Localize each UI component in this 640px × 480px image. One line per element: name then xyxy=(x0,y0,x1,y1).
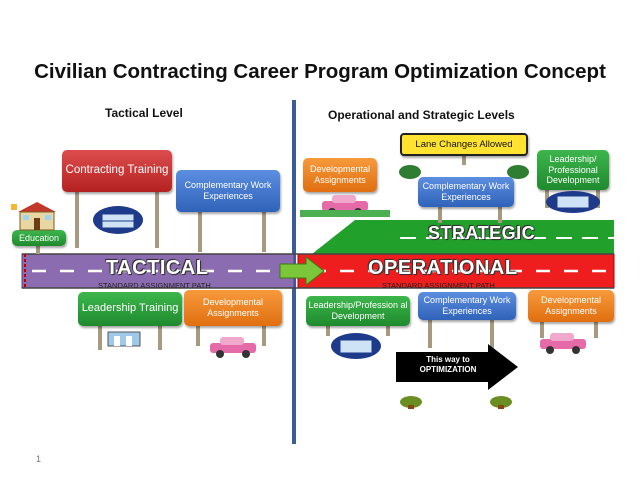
optimization-arrow-label: This way to OPTIMIZATION xyxy=(419,355,477,375)
post xyxy=(462,153,466,165)
building-icon xyxy=(93,206,143,234)
developmental-assignments-sign-1: Developmental Assignments xyxy=(303,158,377,192)
car-icon xyxy=(210,337,256,358)
post xyxy=(428,318,432,348)
complementary-work-sign-1: Complementary Work Experiences xyxy=(176,170,280,212)
building-icon xyxy=(546,191,600,213)
post xyxy=(158,322,162,350)
standard-path-label-right: STANDARD ASSIGNMENT PATH xyxy=(382,281,495,290)
developmental-assignments-sign-2: Developmental Assignments xyxy=(184,290,282,326)
complementary-work-sign-3: Complementary Work Experiences xyxy=(418,292,516,320)
post xyxy=(155,188,159,248)
contracting-training-sign: Contracting Training xyxy=(62,150,172,192)
post xyxy=(545,188,549,208)
optimization-arrow xyxy=(396,344,518,390)
classroom-icon xyxy=(107,331,141,347)
grass-strip xyxy=(300,210,390,217)
bush-icon xyxy=(399,165,421,179)
building-icon xyxy=(331,333,381,359)
complementary-work-sign-2: Complementary Work Experiences xyxy=(418,177,514,207)
post xyxy=(540,318,544,338)
page-number: 1 xyxy=(36,454,42,464)
post xyxy=(75,188,79,248)
school-house-icon xyxy=(11,202,56,231)
lane-changes-sign: Lane Changes Allowed xyxy=(400,133,528,156)
bush-icon xyxy=(507,165,529,179)
post xyxy=(98,322,102,350)
post xyxy=(498,203,502,223)
page-title: Civilian Contracting Career Program Opti… xyxy=(34,60,606,83)
post xyxy=(594,318,598,338)
post xyxy=(262,210,266,252)
leadership-professional-sign-2: Leadership/Profession al Development xyxy=(306,296,410,326)
transition-arrow xyxy=(279,255,325,287)
leadership-professional-sign-1: Leadership/ Professional Development xyxy=(537,150,609,190)
post xyxy=(386,322,390,336)
post xyxy=(438,203,442,223)
strategic-road-label: STRATEGIC xyxy=(428,223,536,243)
bush-icon xyxy=(490,396,512,409)
post xyxy=(490,318,494,348)
operational-road-label: OPERATIONAL xyxy=(368,257,518,279)
post xyxy=(196,322,200,346)
education-sign: Education xyxy=(12,230,66,246)
tactical-level-heading: Tactical Level xyxy=(105,106,183,120)
developmental-assignments-sign-3: Developmental Assignments xyxy=(528,290,614,322)
post xyxy=(262,322,266,346)
leadership-training-sign: Leadership Training xyxy=(78,292,182,326)
bush-icon xyxy=(400,396,422,409)
standard-path-label-left: STANDARD ASSIGNMENT PATH xyxy=(98,281,211,290)
road-diagram xyxy=(21,220,615,289)
post xyxy=(326,322,330,336)
post xyxy=(36,244,40,254)
car-icon xyxy=(540,333,586,354)
tactical-road-label: TACTICAL xyxy=(106,257,209,279)
operational-strategic-heading: Operational and Strategic Levels xyxy=(328,108,515,122)
post xyxy=(198,210,202,252)
